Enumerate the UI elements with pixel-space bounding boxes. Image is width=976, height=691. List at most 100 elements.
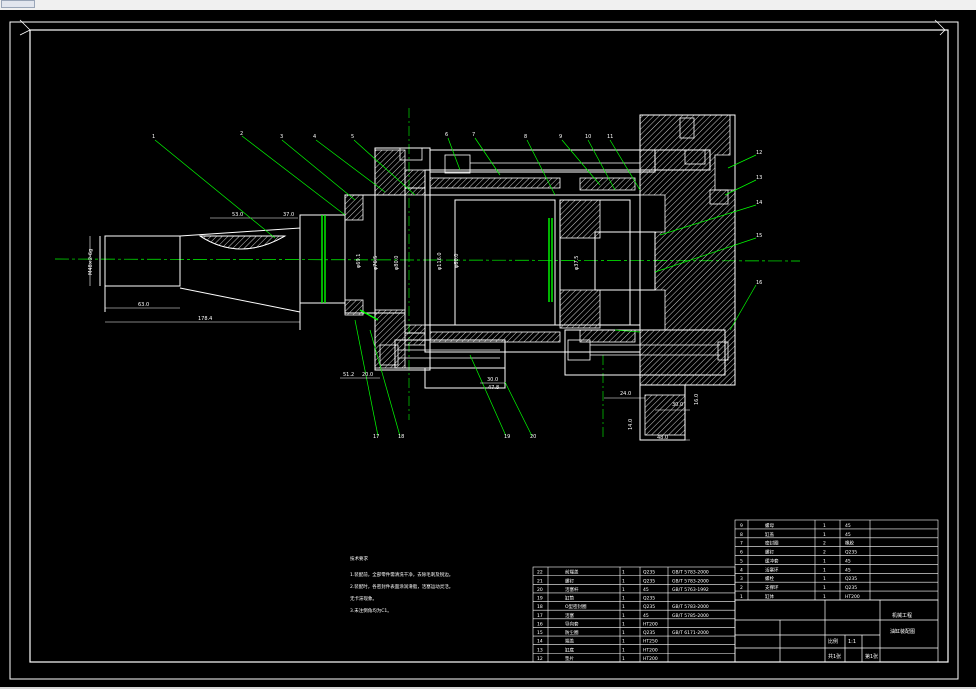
parts-cell: 1	[622, 621, 625, 627]
parts-cell: 缸体	[765, 593, 774, 600]
dim-text: 20.0	[362, 372, 373, 378]
parts-cell: 导向套	[565, 620, 579, 627]
parts-cell: 1	[622, 630, 625, 636]
parts-cell: GB/T 6171-2000	[672, 630, 709, 636]
parts-cell: 1	[740, 594, 743, 600]
notes-line: 无卡滞现象。	[350, 597, 377, 602]
scale-label: 比例	[828, 638, 838, 645]
callout-label: 15	[756, 233, 762, 239]
parts-cell: 螺钉	[565, 577, 574, 584]
callout-label: 11	[607, 134, 613, 140]
parts-cell: 防尘圈	[565, 629, 579, 636]
parts-cell: 3	[740, 576, 743, 582]
parts-cell: 1	[823, 567, 826, 573]
callout-label: 6	[445, 132, 448, 138]
dim-text: 37.0	[283, 212, 294, 218]
dim-text: M48×2-6g	[88, 249, 94, 275]
parts-cell: 9	[740, 523, 743, 529]
parts-cell: 1	[622, 596, 625, 602]
parts-cell: 缸筒	[565, 595, 574, 602]
parts-cell: 1	[622, 587, 625, 593]
callout-label: 13	[756, 175, 762, 181]
dim-text: φ37.5	[574, 256, 580, 270]
bolts	[379, 117, 729, 366]
parts-cell: 4	[740, 567, 743, 573]
dim-text: 63.0	[138, 302, 149, 308]
assembly-drawing: 1 2 3 4 5 6 7 8 9 10 11 12 13 14 15 16 1…	[9, 19, 959, 680]
dim-text: 16.0	[694, 394, 700, 405]
drawing-canvas[interactable]: 1 2 3 4 5 6 7 8 9 10 11 12 13 14 15 16 1…	[0, 10, 976, 687]
parts-cell: Q235	[643, 596, 655, 602]
parts-cell: 1	[622, 570, 625, 576]
sheet-value: 第1张	[865, 653, 878, 660]
parts-cell: 6	[740, 550, 743, 556]
parts-cell: 8	[740, 532, 743, 538]
parts-cell: 7	[740, 541, 743, 547]
parts-cell: GB/T 5783-2000	[672, 570, 709, 576]
parts-cell: 1	[622, 656, 625, 662]
parts-cell: GB/T 5783-2000	[672, 604, 709, 610]
callout-label: 19	[504, 434, 510, 440]
sheet-label: 共1张	[828, 653, 841, 660]
parts-cell: 22	[537, 570, 543, 576]
parts-cell: HT200	[643, 621, 658, 627]
piston-rod	[99, 214, 346, 330]
parts-cell: 45	[845, 532, 851, 538]
dim-text: φ80.0	[394, 256, 400, 270]
callout-label: 12	[756, 150, 762, 156]
callout-label: 5	[351, 134, 354, 140]
parts-cell: 2	[740, 585, 743, 591]
parts-cell: Q235	[845, 585, 857, 591]
callout-label: 18	[398, 434, 404, 440]
parts-cell: 活塞	[565, 612, 574, 619]
dim-text: 14.0	[628, 419, 634, 430]
callout-label: 10	[585, 134, 591, 140]
parts-cell: 缓冲套	[765, 557, 779, 564]
parts-cell: 13	[537, 647, 543, 653]
dim-text: 30.0	[487, 377, 498, 383]
parts-cell: GB/T 5763-1992	[672, 587, 709, 593]
status-bar	[0, 687, 976, 689]
parts-cell: 12	[537, 656, 543, 662]
parts-cell: 1	[622, 647, 625, 653]
callout-label: 2	[240, 131, 243, 137]
callout-label: 4	[313, 134, 316, 140]
parts-cell: Q235	[845, 550, 857, 556]
callout-label: 1	[152, 134, 155, 140]
parts-cell: 螺栓	[765, 575, 774, 582]
parts-cell: 45	[643, 587, 649, 593]
dim-text: φ60.0	[454, 254, 460, 268]
callout-label: 9	[559, 134, 562, 140]
parts-cell: 活塞杆	[565, 586, 579, 593]
toolbar-tab[interactable]	[1, 0, 35, 8]
dim-text: φ116.0	[437, 252, 443, 270]
title-school: 机械工程	[892, 612, 912, 619]
dim-text: 53.0	[232, 212, 243, 218]
parts-cell: O型密封圈	[565, 603, 587, 610]
inner-frame	[29, 29, 949, 663]
parts-cell: Q235	[643, 630, 655, 636]
parts-cell: 1	[622, 639, 625, 645]
dim-text: 47.8	[488, 385, 499, 391]
outer-frame	[9, 21, 959, 680]
parts-cell: 支撑环	[765, 584, 779, 591]
notes-line: 2.装配时，各密封件表面涂润滑脂，活塞运动灵活。	[350, 585, 454, 590]
callout-label: 17	[373, 434, 379, 440]
parts-cell: HT200	[643, 647, 658, 653]
parts-cell: 1	[823, 558, 826, 564]
parts-cell: 前端盖	[565, 569, 579, 576]
parts-cell: 1	[823, 576, 826, 582]
parts-cell: 15	[537, 630, 543, 636]
dim-text: 24.0	[620, 391, 631, 397]
parts-cell: 螺钉	[765, 549, 774, 556]
parts-cell: 1	[622, 604, 625, 610]
callout-label: 14	[756, 200, 762, 206]
parts-cell: 1	[622, 578, 625, 584]
callout-label: 8	[524, 134, 527, 140]
parts-cell: 密封圈	[765, 540, 779, 547]
parts-cell: 缸底	[565, 646, 574, 653]
parts-cell: 14	[537, 639, 543, 645]
parts-cell: 45	[845, 567, 851, 573]
dim-text: 51.2	[343, 372, 354, 378]
dim-text: 30.0	[672, 402, 683, 408]
